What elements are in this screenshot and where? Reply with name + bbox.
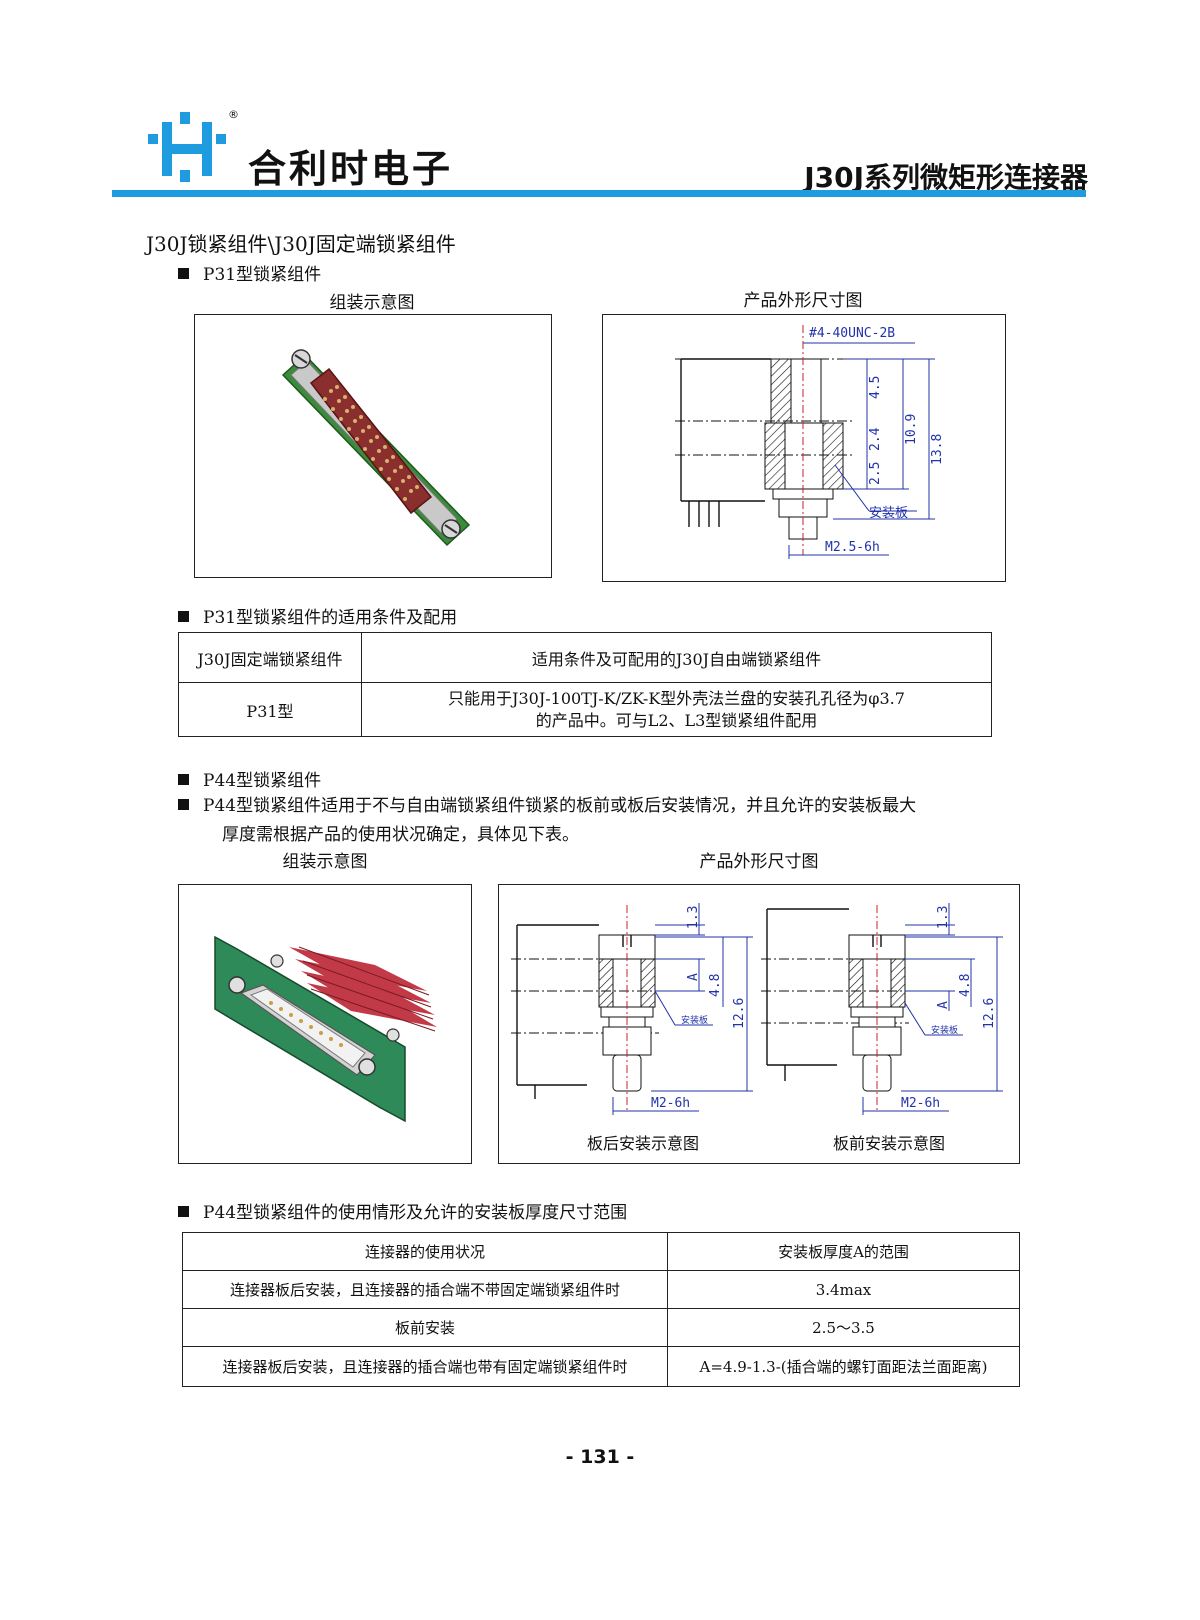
p44-front-dim-thread: M2-6h xyxy=(901,1096,940,1111)
p31-dim-4-5: 4.5 xyxy=(868,376,883,399)
p44-heading: P44型锁紧组件 xyxy=(178,766,321,791)
p44-front-plate-label: 安装板 xyxy=(931,1024,958,1036)
bullet-square-icon xyxy=(178,268,189,279)
p44-rear-dim-4-8: 4.8 xyxy=(708,974,723,997)
p31-heading: P31型锁紧组件 xyxy=(178,260,321,285)
p44-rear-dim-1-3: 1.3 xyxy=(686,906,701,929)
p31-dim-bottom-thread: M2.5-6h xyxy=(825,540,880,555)
table-row: 板前安装 2.5～3.5 xyxy=(182,1308,1020,1347)
p31-table-col2-header: 适用条件及可配用的J30J自由端锁紧组件 xyxy=(361,632,992,683)
p31-conditions-table: J30J固定端锁紧组件 适用条件及可配用的J30J自由端锁紧组件 P31型 只能… xyxy=(178,632,992,737)
p44-rear-dim-a: A xyxy=(686,973,701,981)
p44-table-range: 2.5～3.5 xyxy=(667,1308,1020,1347)
p44-usage-heading: P44型锁紧组件的使用情形及允许的安装板厚度尺寸范围 xyxy=(178,1198,627,1223)
p44-table-usage: 连接器板后安装，且连接器的插合端也带有固定端锁紧组件时 xyxy=(182,1346,668,1387)
p31-dimension-figure: #4-40UNC-2B 4.5 2.4 2.5 10.9 13.8 安装板 M2… xyxy=(602,314,1006,582)
p31-plate-label: 安装板 xyxy=(869,506,908,521)
p31-dim-2-5: 2.5 xyxy=(868,462,883,485)
series-title: J30J系列微矩形连接器 xyxy=(804,161,1088,194)
p31-dimension-caption: 产品外形尺寸图 xyxy=(743,291,863,311)
page-number: - 131 - xyxy=(565,1446,635,1468)
p31-dim-thread: #4-40UNC-2B xyxy=(809,326,895,341)
table-row: 连接器板后安装，且连接器的插合端也带有固定端锁紧组件时 A=4.9-1.3-(插… xyxy=(182,1346,1020,1387)
p44-front-caption: 板前安装示意图 xyxy=(833,1134,945,1153)
company-logo-icon xyxy=(148,112,226,182)
p44-assembly-figure xyxy=(178,884,472,1164)
p31-dim-13-8: 13.8 xyxy=(930,434,945,465)
p44-table-usage: 板前安装 xyxy=(182,1308,668,1347)
p31-connector-illustration xyxy=(281,349,471,547)
bullet-square-icon xyxy=(178,1206,189,1217)
p31-conditions-heading: P31型锁紧组件的适用条件及配用 xyxy=(178,603,457,628)
p44-dimension-figure: 1.3 A 4.8 12.6 安装板 M2-6h 板后安装示意图 xyxy=(498,884,1020,1164)
p44-front-dim-1-3: 1.3 xyxy=(936,906,951,929)
p31-table-condition: 只能用于J30J-100TJ-K/ZK-K型外壳法兰盘的安装孔孔径为φ3.7 的… xyxy=(361,682,992,737)
p44-table-range: 3.4max xyxy=(667,1270,1020,1309)
p31-table-type: P31型 xyxy=(178,682,362,737)
p44-table-range: A=4.9-1.3-(插合端的螺钉面距法兰面距离) xyxy=(667,1346,1020,1387)
header-accent-bar xyxy=(112,190,1086,197)
registered-mark: ® xyxy=(228,108,239,121)
p44-front-dim-4-8: 4.8 xyxy=(958,974,973,997)
p44-table-col1-header: 连接器的使用状况 xyxy=(182,1232,668,1271)
p44-dimension-caption: 产品外形尺寸图 xyxy=(699,852,819,872)
bullet-square-icon xyxy=(178,799,189,810)
p31-assembly-caption: 组装示意图 xyxy=(329,293,415,313)
p44-front-dim-12-6: 12.6 xyxy=(982,998,997,1029)
p31-assembly-figure xyxy=(194,314,552,578)
p31-dim-10-9: 10.9 xyxy=(904,414,919,445)
brand-name: 合利时电子 xyxy=(248,147,454,191)
p44-connector-illustration xyxy=(214,935,437,1123)
p44-rear-mount-drawing: 1.3 A 4.8 12.6 安装板 M2-6h 板后安装示意图 xyxy=(511,903,753,1153)
p44-table-usage: 连接器板后安装，且连接器的插合端不带固定端锁紧组件时 xyxy=(182,1270,668,1309)
p44-rear-dim-12-6: 12.6 xyxy=(732,998,747,1029)
p31-dimension-drawing: #4-40UNC-2B 4.5 2.4 2.5 10.9 13.8 安装板 M2… xyxy=(675,325,945,559)
p44-rear-caption: 板后安装示意图 xyxy=(587,1134,699,1153)
table-row: P31型 只能用于J30J-100TJ-K/ZK-K型外壳法兰盘的安装孔孔径为φ… xyxy=(178,682,992,737)
table-row: 连接器板后安装，且连接器的插合端不带固定端锁紧组件时 3.4max xyxy=(182,1270,1020,1309)
section-title: J30J锁紧组件\J30J固定端锁紧组件 xyxy=(146,232,456,256)
p44-description: P44型锁紧组件适用于不与自由端锁紧组件锁紧的板前或板后安装情况，并且允许的安装… xyxy=(178,791,916,845)
p31-table-col1-header: J30J固定端锁紧组件 xyxy=(178,632,362,683)
bullet-square-icon xyxy=(178,611,189,622)
p44-rear-plate-label: 安装板 xyxy=(681,1014,708,1026)
p31-dim-2-4: 2.4 xyxy=(868,427,883,451)
p44-table-col2-header: 安装板厚度A的范围 xyxy=(667,1232,1020,1271)
p44-front-dim-a: A xyxy=(936,1001,951,1009)
p44-rear-dim-thread: M2-6h xyxy=(651,1096,690,1111)
p44-dimension-drawing: 1.3 A 4.8 12.6 安装板 M2-6h 板后安装示意图 xyxy=(511,903,1003,1153)
p44-front-mount-drawing: 1.3 A 4.8 12.6 安装板 M2-6h 板前安装示意图 xyxy=(761,903,1003,1153)
p44-assembly-caption: 组装示意图 xyxy=(282,852,368,872)
p44-usage-table: 连接器的使用状况 安装板厚度A的范围 连接器板后安装，且连接器的插合端不带固定端… xyxy=(182,1232,1020,1387)
bullet-square-icon xyxy=(178,774,189,785)
